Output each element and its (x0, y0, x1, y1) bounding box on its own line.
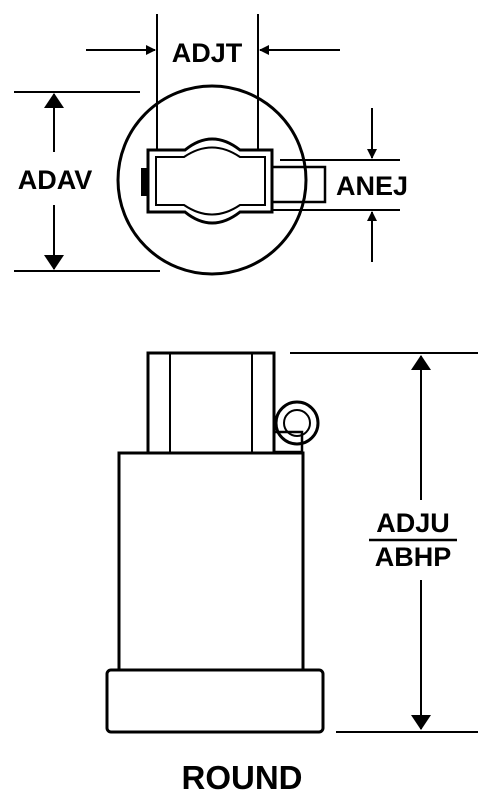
top-view-outer-circle (116, 84, 308, 276)
side-view-ring-inner (283, 409, 311, 437)
side-view-base (105, 668, 325, 734)
top-view: ADJT ADAV ANEJ (14, 14, 408, 276)
top-view-left-block (141, 168, 148, 196)
top-view-tab (272, 165, 327, 204)
side-view-ring-outer (274, 400, 320, 446)
adju-arrow-bottom (411, 715, 431, 730)
adju-arrow-top (411, 355, 431, 370)
anej-label: ANEJ (336, 171, 408, 201)
top-view-clip-outline (146, 137, 274, 225)
adju-label: ADJU (376, 508, 450, 538)
side-view: ADJU ABHP (105, 351, 478, 734)
side-view-upper-section (146, 351, 276, 455)
adav-arrow-top (44, 93, 64, 108)
adjt-label: ADJT (172, 38, 243, 68)
abhp-label: ABHP (375, 542, 452, 572)
top-view-clip-inner-outline (155, 146, 266, 216)
adav-arrow-bottom (44, 255, 64, 270)
diagram-caption: ROUND (182, 759, 303, 796)
side-view-main-body (117, 451, 305, 672)
adav-label: ADAV (18, 165, 93, 195)
